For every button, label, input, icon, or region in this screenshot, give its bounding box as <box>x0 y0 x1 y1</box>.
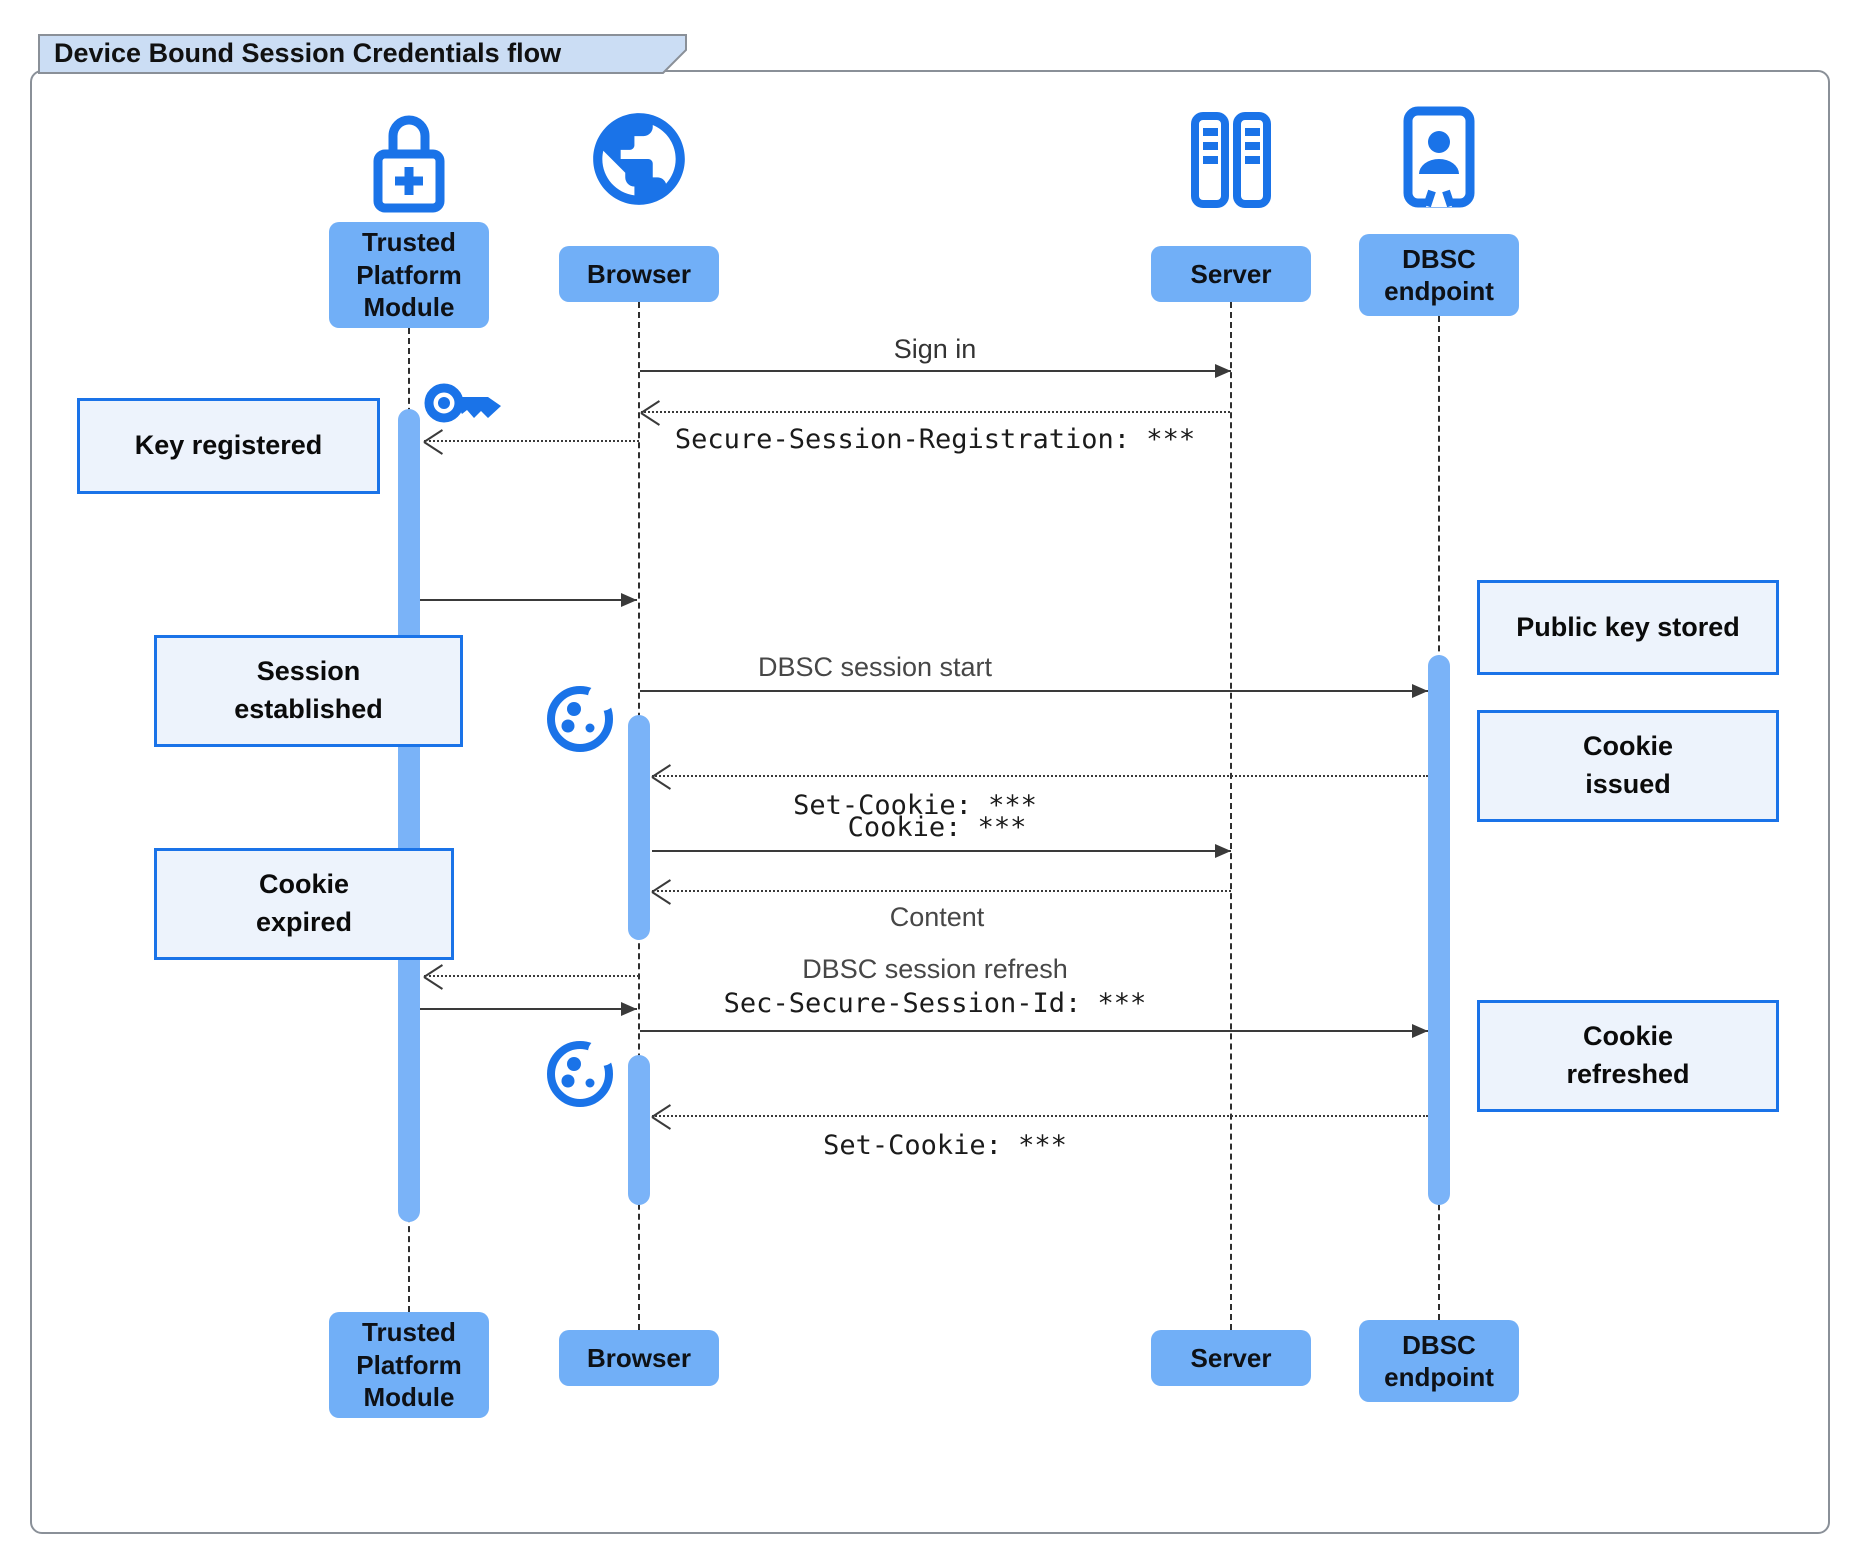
arrow-tpm-to-browser-2 <box>420 1002 637 1016</box>
arrow-tpm-to-browser-1 <box>420 593 637 607</box>
key-icon <box>421 377 509 434</box>
lifeline-server <box>1230 302 1232 1330</box>
message-label-set-cookie-1: Set-Cookie: *** <box>793 790 1037 821</box>
note-cookie-issued: Cookie issued <box>1477 710 1779 822</box>
actor-label-server-top: Server <box>1151 246 1311 302</box>
activation-bar-browser-1 <box>628 715 650 940</box>
actor-label-browser-top: Browser <box>559 246 719 302</box>
activation-bar-tpm <box>398 409 420 1222</box>
arrow-secure-session-registration <box>641 411 1230 413</box>
message-label-dbsc-session-refresh: DBSC session refresh <box>802 954 1068 984</box>
note-cookie-expired: Cookie expired <box>154 848 454 960</box>
note-cookie-refreshed: Cookie refreshed <box>1477 1000 1779 1112</box>
note-session-established: Session established <box>154 635 463 747</box>
actor-label-dbsc-top: DBSC endpoint <box>1359 234 1519 316</box>
message-label-set-cookie-2: Set-Cookie: *** <box>823 1130 1067 1161</box>
note-public-key-stored: Public key stored <box>1477 580 1779 675</box>
message-label-secure-session-registration: Secure-Session-Registration: *** <box>674 424 1196 455</box>
arrow-browser-to-tpm-1 <box>424 440 639 442</box>
arrow-dbsc-session-refresh <box>640 1024 1428 1038</box>
activation-bar-dbsc <box>1428 655 1450 1205</box>
lock-plus-icon <box>371 108 447 219</box>
arrow-cookie <box>652 844 1231 858</box>
message-label-sign-in: Sign in <box>893 334 977 364</box>
arrow-dbsc-session-start <box>640 684 1428 698</box>
diagram-frame <box>30 70 1830 1534</box>
message-label-dbsc-session-start: DBSC session start <box>757 652 993 682</box>
cookie-icon-1 <box>544 683 616 760</box>
arrow-set-cookie-1 <box>652 775 1428 777</box>
actor-label-dbsc-bottom: DBSC endpoint <box>1359 1320 1519 1402</box>
note-key-registered: Key registered <box>77 398 380 494</box>
message-label-sec-secure-session-id: Sec-Secure-Session-Id: *** <box>723 988 1147 1019</box>
actor-label-tpm-top: Trusted Platform Module <box>329 222 489 328</box>
arrow-set-cookie-2 <box>652 1115 1428 1117</box>
cookie-icon-2 <box>544 1038 616 1115</box>
actor-label-server-bottom: Server <box>1151 1330 1311 1386</box>
globe-icon <box>584 104 694 219</box>
message-label-cookie: Cookie: *** <box>847 812 1027 843</box>
activation-bar-browser-2 <box>628 1055 650 1205</box>
message-label-content: Content <box>889 902 985 932</box>
arrow-browser-to-tpm-2 <box>424 975 639 977</box>
arrow-content <box>652 890 1231 892</box>
arrow-sign-in <box>640 364 1231 378</box>
person-badge-icon <box>1403 106 1475 213</box>
diagram-title: Device Bound Session Credentials flow <box>54 38 562 68</box>
actor-label-tpm-bottom: Trusted Platform Module <box>329 1312 489 1418</box>
title-tab: Device Bound Session Credentials flow <box>38 34 688 74</box>
server-racks-icon <box>1191 112 1271 213</box>
actor-label-browser-bottom: Browser <box>559 1330 719 1386</box>
